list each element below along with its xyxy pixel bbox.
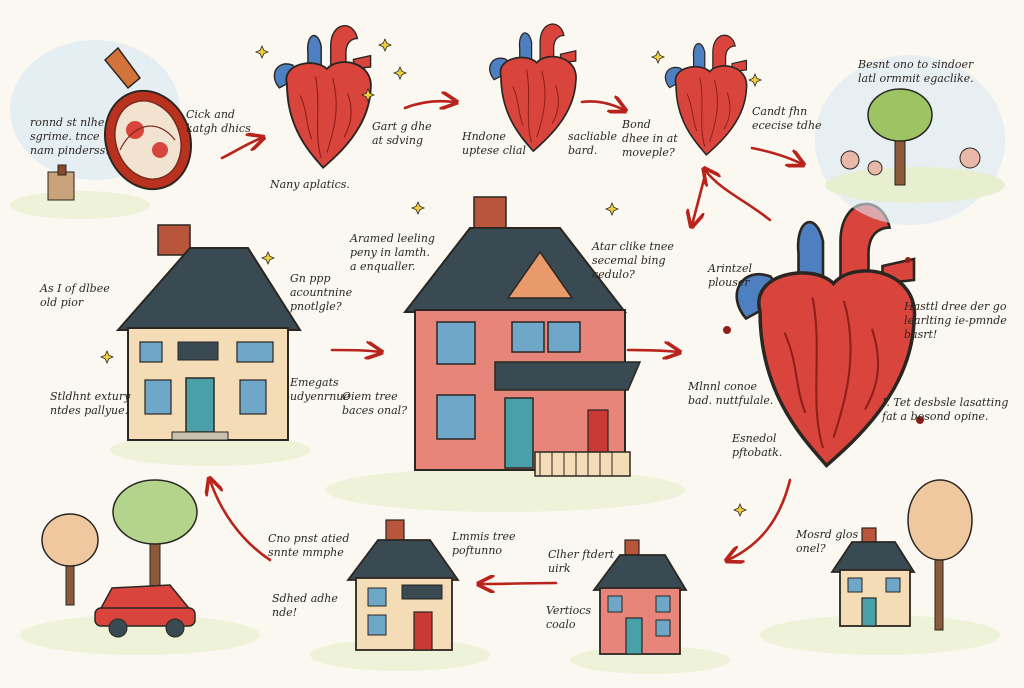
annotation-23: Lmmis tree poftunno <box>452 530 516 557</box>
annotation-15: Hasttl dree der go learlting ie-pmnde ba… <box>904 300 1007 341</box>
decorative-dots <box>723 257 924 424</box>
annotation-2: Cick and katgh dhics <box>186 108 251 135</box>
annotation-17: Emegats udyenrnue <box>290 376 350 403</box>
annotation-5: Hndone uptese clial <box>462 130 526 157</box>
annotation-13: Gn ppp acountnine pnotlgle? <box>290 272 353 313</box>
house-center <box>402 196 642 477</box>
annotation-4: Gart g dhe at sdving <box>372 120 432 147</box>
annotation-14: As I of dlbee old pior <box>40 282 110 309</box>
house-bottom-1 <box>346 519 460 651</box>
annotation-25: Mosrd glos onel? <box>796 528 859 555</box>
annotation-21: Esnedol pftobatk. <box>732 432 783 459</box>
annotation-11: Atar clike tnee secemal bing cedulo? <box>592 240 674 281</box>
annotation-3: Nany aplatics. <box>270 178 350 191</box>
annotation-1: ronnd st nlhe sgrime. tnce nam pinderss. <box>30 116 109 157</box>
annotation-9: Besnt ono to sindoer latl ormmit egaclik… <box>858 58 974 85</box>
annotation-18: Oiem tree baces onal? <box>342 390 408 417</box>
tree-landscape-icon <box>815 55 1005 225</box>
annotation-8: Candt fhn ececise tdhe <box>752 105 822 132</box>
ground-patches <box>10 191 1000 674</box>
annotation-22: Cno pnst atied snnte mmphe <box>268 532 350 559</box>
annotation-12: Arintzel plouser <box>708 262 753 289</box>
heart-large <box>734 202 917 468</box>
annotation-26: Sdhed adhe nde! <box>272 592 338 619</box>
annotation-19: Mlnnl conoe bad. nuttfulale. <box>688 380 774 407</box>
house-left <box>115 224 302 441</box>
heart-top-1 <box>273 24 372 169</box>
flow-arrows <box>210 101 802 584</box>
annotation-10: Aramed leeling peny in lamth. a enqualle… <box>350 232 435 273</box>
annotation-7: Bond dhee in at moveple? <box>622 118 678 159</box>
house-bottom-right <box>830 479 973 631</box>
annotation-16: Stldhnt extury ntdes pallyue. <box>50 390 131 417</box>
annotation-6: sacliable bard. <box>568 130 618 157</box>
house-bottom-2 <box>592 539 688 655</box>
annotation-20: I. Tet desbsle lasatting fat a bosond op… <box>882 396 1009 423</box>
tissue-slice-icon <box>10 40 193 201</box>
annotation-27: Vertiocs coalo <box>546 604 592 631</box>
annotation-24: Clher ftdert uirk <box>548 548 615 575</box>
tree-car-icon <box>41 479 198 638</box>
